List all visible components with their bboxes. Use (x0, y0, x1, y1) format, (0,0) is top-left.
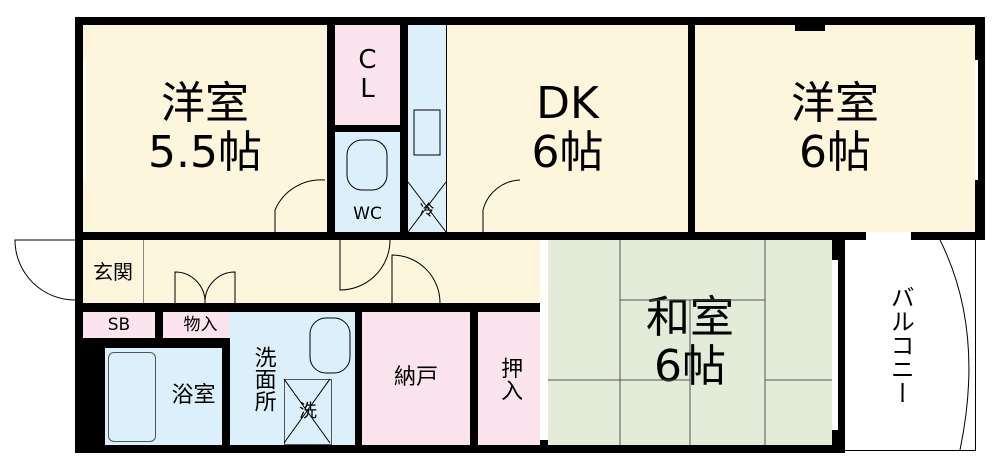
room-size: 6帖 (531, 126, 604, 178)
hallway (83, 240, 545, 303)
room-size: 6帖 (654, 340, 726, 392)
room-nando: 納戸 (362, 312, 470, 445)
bath-label: 浴室 (171, 383, 216, 409)
room-western-6: 洋室 6帖 (695, 25, 975, 232)
washroom-label: 洗面所 (250, 345, 276, 412)
closet-label: L (360, 74, 375, 104)
room-oshiire: 押入 (478, 312, 540, 445)
room-size: 5.5帖 (148, 126, 262, 178)
shoe-box: SB (83, 312, 155, 338)
balcony-label: バルコニー (886, 285, 915, 405)
room-label: 洋室 (161, 78, 249, 130)
room-size: 6帖 (799, 126, 871, 178)
room-label: 和室 (646, 292, 734, 344)
sb-label: SB (107, 314, 131, 335)
washer-label: 洗 (299, 401, 317, 423)
wc-label: WC (353, 204, 382, 225)
storage-label: 物入 (183, 314, 218, 335)
bathtub (108, 352, 156, 442)
storage: 物入 (163, 312, 238, 338)
room-washitsu: 和室 6帖 (548, 240, 832, 445)
room-dk: DK 6帖 (447, 25, 688, 232)
fridge-space: 冷 (408, 25, 446, 232)
washer-space: 洗 (284, 379, 332, 445)
genkan-label: 玄関 (93, 259, 133, 284)
room-label: 洋室 (791, 78, 879, 130)
room-closet: C L (335, 25, 400, 125)
room-bath: 浴室 (105, 348, 222, 445)
oshiire-label: 押入 (497, 356, 523, 401)
room-western-5-5: 洋室 5.5帖 (83, 25, 327, 232)
room-wc: WC (335, 132, 400, 232)
entrance-door-swing (14, 239, 76, 301)
nando-label: 納戸 (393, 365, 438, 391)
balcony: バルコニー (845, 240, 976, 451)
closet-label: C (358, 45, 377, 76)
room-label: DK (536, 78, 599, 130)
room-genkan: 玄関 (83, 240, 144, 303)
fridge-label: 冷 (419, 200, 435, 219)
